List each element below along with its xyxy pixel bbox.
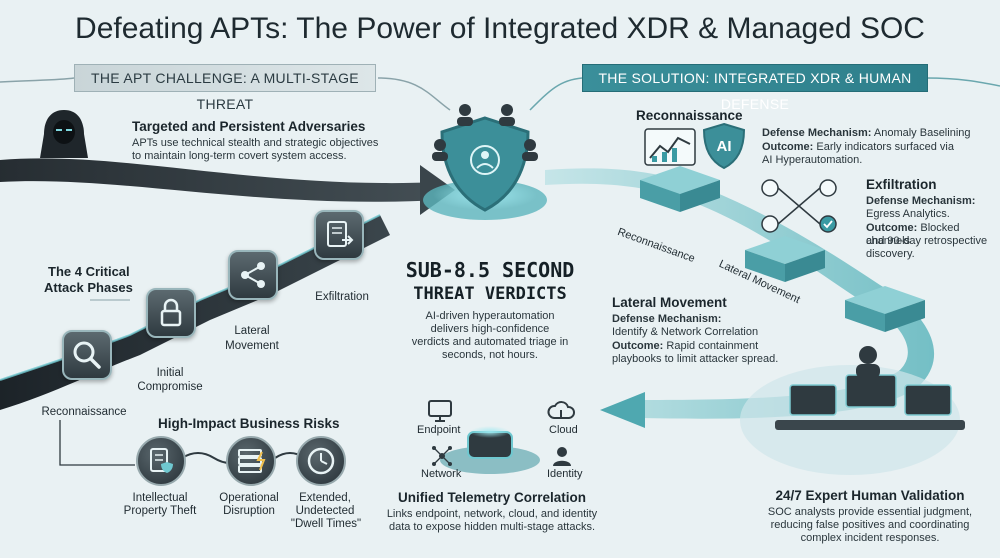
soc-line1: SOC analysts provide essential judgment,	[767, 506, 973, 518]
phase-exfil-tile	[314, 210, 364, 260]
cloud-icon	[546, 396, 576, 426]
risk-op-label-2: Disruption	[223, 505, 275, 517]
defense-cubes	[640, 166, 925, 332]
phase-initial-tile	[146, 288, 196, 338]
risk-ip-label-1: Intellectual	[132, 492, 188, 504]
exfil-outcome-line3: discovery.	[866, 248, 915, 260]
phase-initial-label-2: Compromise	[137, 381, 203, 393]
soc-scene	[740, 346, 965, 475]
soc-line2: reducing false positives and coordinatin…	[770, 519, 970, 531]
document-export-icon	[327, 221, 354, 247]
center-line4: seconds, not hours.	[441, 349, 538, 361]
lateral-outcome: Outcome: Rapid containment	[612, 340, 759, 352]
recon-outcome: Outcome: Early indicators surfaced via	[762, 141, 954, 153]
telemetry-title: Unified Telemetry Correlation	[397, 490, 587, 505]
workflow-diagram-icon	[760, 176, 840, 242]
adversary-title: Targeted and Persistent Adversaries	[132, 119, 366, 134]
lateral-mech-value: Identify & Network Correlation	[612, 326, 759, 338]
endpoint-icon	[425, 396, 455, 426]
risk-dwell-label-1: Extended,	[299, 492, 351, 504]
phase-exfil-label: Exfiltration	[315, 291, 369, 303]
ai-badge: AI	[716, 138, 732, 155]
risk-dwell-circle	[296, 436, 346, 486]
ai-shield-icon	[702, 122, 746, 170]
recon-outcome-line2: AI Hyperautomation.	[762, 154, 863, 166]
solution-banner: THE SOLUTION: INTEGRATED XDR & HUMAN DEF…	[582, 64, 928, 112]
network-icon	[430, 444, 454, 468]
phase-recon-label: Reconnaissance	[41, 406, 127, 418]
soc-title: 24/7 Expert Human Validation	[775, 488, 965, 503]
telemetry-line2: data to expose hidden multi-stage attack…	[388, 521, 596, 533]
server-disruption-icon	[238, 449, 266, 473]
risks-title: High-Impact Business Risks	[158, 416, 340, 431]
center-line1: AI-driven hyperautomation	[425, 310, 555, 322]
soc-line3: complex incident responses.	[800, 532, 940, 544]
lateral-outcome-line2: playbooks to limit attacker spread.	[612, 353, 779, 365]
center-line2: delivers high-confidence	[430, 323, 550, 335]
recon-mech: Defense Mechanism: Anomaly Baselining	[762, 127, 971, 139]
lock-icon	[160, 298, 182, 327]
center-big-line1: SUB-8.5 SECOND	[405, 258, 575, 282]
phase-initial-label-1: Initial	[156, 367, 184, 379]
risk-ip-circle	[136, 436, 186, 486]
telemetry-network-label: Network	[421, 468, 462, 480]
phase-lateral-label-1: Lateral	[234, 325, 270, 337]
exfil-mech-value: Egress Analytics.	[866, 208, 950, 220]
recon-def-title: Reconnaissance	[636, 108, 743, 123]
telemetry-cloud-label: Cloud	[549, 424, 578, 436]
hacker-icon	[36, 108, 92, 164]
risk-op-label-1: Operational	[219, 492, 279, 504]
exfil-outcome: Outcome: Blocked channels	[866, 222, 960, 247]
center-line3: verdicts and automated triage in	[411, 336, 569, 348]
telemetry-line1: Links endpoint, network, cloud, and iden…	[386, 508, 598, 520]
phases-title-2: Attack Phases	[44, 280, 133, 295]
risk-op-circle	[226, 436, 276, 486]
exfil-def-title: Exfiltration	[866, 177, 937, 192]
adversary-line2: to maintain long-term covert system acce…	[132, 150, 347, 162]
adversary-path	[0, 158, 440, 202]
phase-lateral-label-2: Movement	[225, 340, 279, 352]
identity-icon	[550, 444, 574, 468]
risk-dwell-label-3: "Dwell Times"	[290, 518, 362, 530]
exfil-outcome-line2: and 90-day retrospective	[866, 235, 988, 247]
telemetry-identity-label: Identity	[547, 468, 583, 480]
center-big-line2: THREAT VERDICTS	[413, 284, 567, 304]
exfil-mech-label: Defense Mechanism:	[866, 195, 976, 207]
lateral-mech-label: Defense Mechanism:	[612, 313, 722, 325]
telemetry-endpoint-label: Endpoint	[417, 424, 461, 436]
chart-icon	[644, 128, 696, 170]
phases-title-1: The 4 Critical	[48, 264, 130, 279]
lateral-def-title: Lateral Movement	[612, 295, 727, 310]
magnifier-icon	[73, 341, 101, 369]
challenge-banner: THE APT CHALLENGE: A MULTI-STAGE THREAT	[74, 64, 376, 112]
network-nodes-icon	[241, 262, 265, 288]
document-shield-icon	[150, 448, 173, 473]
page-title: Defeating APTs: The Power of Integrated …	[75, 12, 925, 45]
clock-icon	[307, 447, 335, 475]
phase-lateral-tile	[228, 250, 278, 300]
adversary-line1: APTs use technical stealth and strategic…	[132, 137, 379, 149]
phase-recon-tile	[62, 330, 112, 380]
risk-ip-label-2: Property Theft	[123, 505, 197, 517]
risk-dwell-label-2: Undetected	[295, 505, 355, 517]
